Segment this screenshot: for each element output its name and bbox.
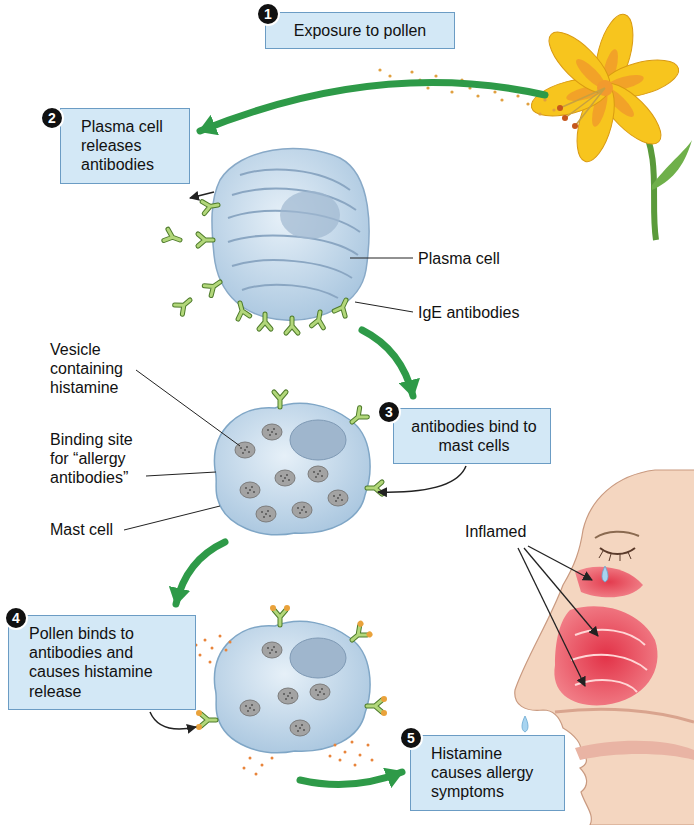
callout-number: 1 xyxy=(256,2,280,26)
callout-number: 2 xyxy=(40,106,64,130)
inflamed-arrows xyxy=(518,546,598,686)
box-text: Histamine causes allergy symptoms xyxy=(431,744,544,802)
mast-cell xyxy=(214,392,382,535)
plasma-cell xyxy=(164,149,369,333)
flow-arrows xyxy=(176,83,545,785)
step-box: Histamine causes allergy symptoms xyxy=(410,735,565,811)
box-text: antibodies bind to mast cells xyxy=(406,417,542,455)
pointer-arrows xyxy=(150,466,466,729)
mast-cell-degranulating xyxy=(195,605,388,776)
box-text: Exposure to pollen xyxy=(276,21,444,40)
leader-lines xyxy=(124,258,413,530)
step-box: Plasma cell releases antibodies xyxy=(60,108,190,184)
callout-number: 3 xyxy=(377,400,401,424)
step-box: Exposure to pollen xyxy=(265,12,455,49)
part-label: Binding site for “allergy antibodies” xyxy=(50,430,150,488)
part-label: Vesicle containing histamine xyxy=(50,340,145,398)
part-label: Mast cell xyxy=(50,520,113,539)
lily-flower xyxy=(527,10,692,240)
callout-number: 5 xyxy=(399,726,423,750)
step-box: Pollen binds to antibodies and causes hi… xyxy=(8,615,196,710)
box-text: Pollen binds to antibodies and causes hi… xyxy=(29,624,167,701)
step-box: antibodies bind to mast cells xyxy=(393,408,551,464)
callout-number: 4 xyxy=(4,606,28,630)
part-label: Inflamed xyxy=(465,522,526,541)
part-label: Plasma cell xyxy=(418,249,500,268)
part-label: IgE antibodies xyxy=(418,303,519,322)
box-text: Plasma cell releases antibodies xyxy=(81,117,181,175)
